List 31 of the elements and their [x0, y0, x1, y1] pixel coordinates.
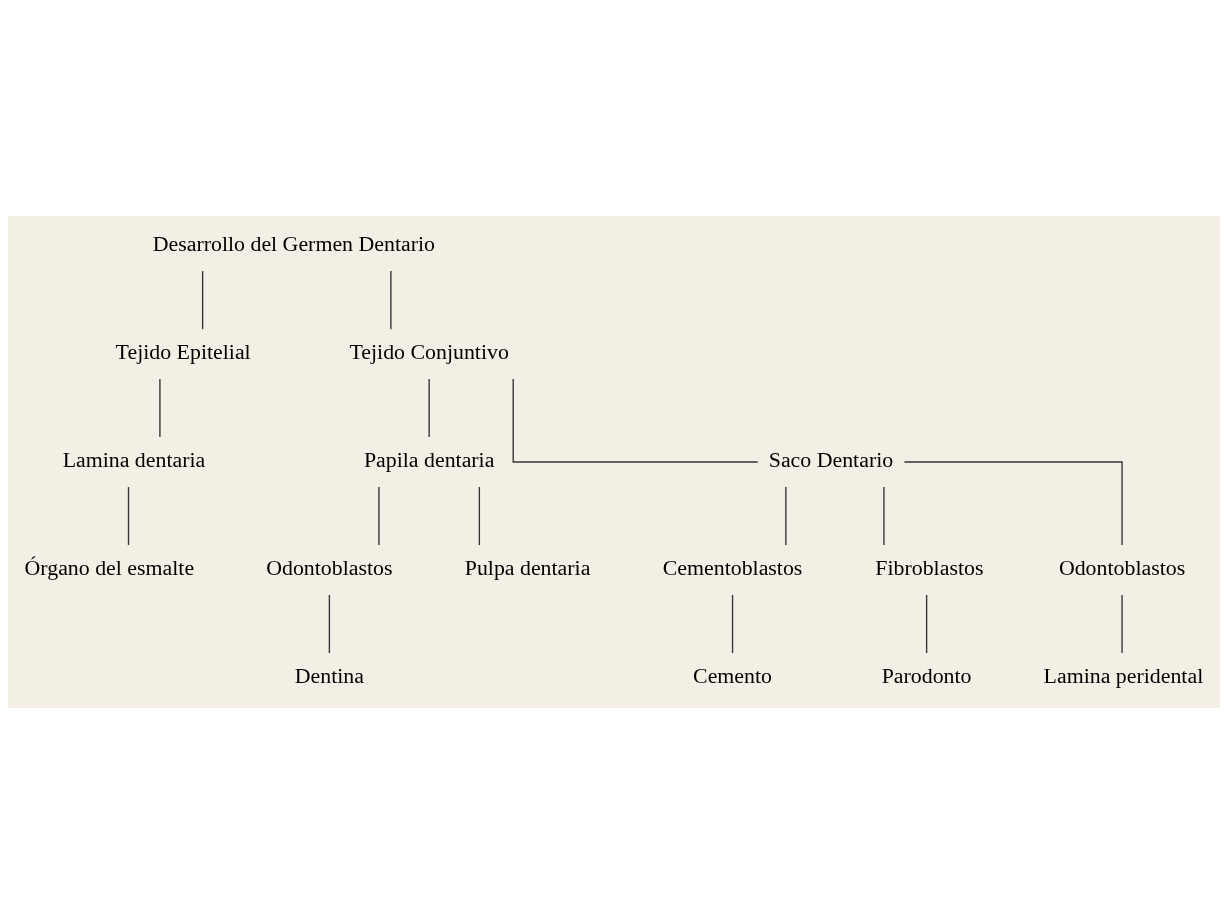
- connector: [478, 486, 481, 546]
- connector: [731, 594, 734, 654]
- node-text: Órgano del esmalte: [24, 556, 195, 581]
- connector: [390, 270, 392, 330]
- connector: [925, 594, 928, 654]
- node-text: Saco Dentario: [768, 448, 894, 473]
- connector: [201, 270, 204, 330]
- connector: [903, 461, 1123, 546]
- node-text: Tejido Epitelial: [115, 340, 251, 365]
- node-text: Papila dentaria: [363, 448, 495, 473]
- node-text: Fibroblastos: [875, 556, 984, 581]
- connector: [1121, 594, 1123, 654]
- node-text: Odontoblastos: [266, 556, 393, 581]
- node-text: Cemento: [693, 664, 773, 689]
- connector: [512, 378, 759, 463]
- connector: [428, 378, 430, 438]
- connector: [159, 378, 161, 438]
- connector: [785, 486, 787, 546]
- connector: [328, 594, 331, 654]
- node-text: Parodonto: [881, 664, 972, 689]
- node-text: Dentina: [294, 664, 364, 689]
- node-text: Odontoblastos: [1058, 556, 1186, 581]
- node-text: Pulpa dentaria: [464, 556, 591, 581]
- connector: [883, 486, 885, 546]
- node-text: Tejido Conjuntivo: [349, 340, 509, 365]
- connector: [127, 486, 130, 546]
- node-text: Cementoblastos: [662, 556, 803, 581]
- node-text: Desarrollo del Germen Dentario: [152, 232, 435, 257]
- node-text: Lamina dentaria: [62, 448, 206, 473]
- connector: [378, 486, 380, 546]
- node-text: Lamina peridental: [1043, 664, 1204, 689]
